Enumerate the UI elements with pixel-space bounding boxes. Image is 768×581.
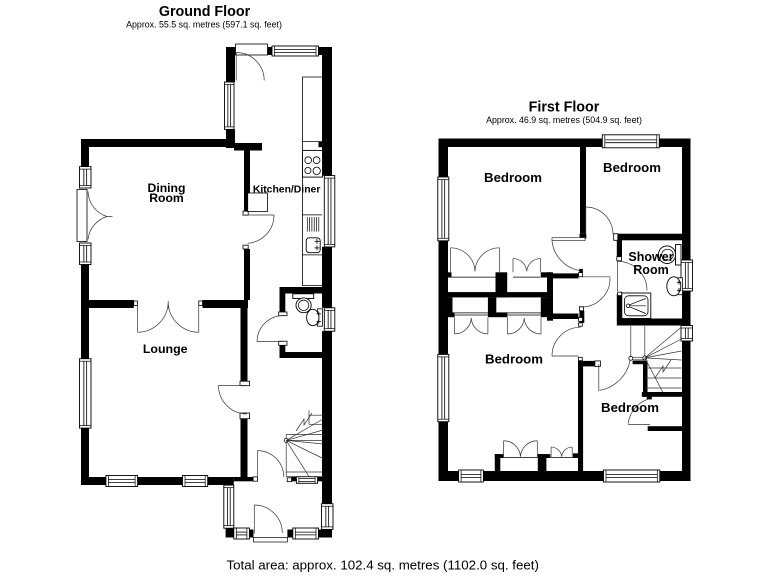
svg-text:Bedroom: Bedroom: [485, 352, 543, 367]
svg-text:Bedroom: Bedroom: [603, 160, 661, 175]
svg-text:Room: Room: [149, 191, 184, 205]
svg-text:First Floor: First Floor: [529, 100, 600, 116]
svg-text:Approx. 55.5 sq. metres (597.1: Approx. 55.5 sq. metres (597.1 sq. feet): [126, 20, 282, 30]
svg-text:Approx. 46.9 sq. metres (504.9: Approx. 46.9 sq. metres (504.9 sq. feet): [486, 115, 642, 125]
svg-text:Ground Floor: Ground Floor: [159, 4, 251, 20]
svg-text:Lounge: Lounge: [143, 342, 188, 356]
svg-text:Bedroom: Bedroom: [601, 400, 659, 415]
svg-text:Bedroom: Bedroom: [484, 170, 542, 185]
svg-text:Kitchen/Diner: Kitchen/Diner: [253, 185, 321, 196]
svg-text:Dining: Dining: [148, 181, 186, 195]
svg-text:Room: Room: [633, 263, 668, 277]
svg-text:Shower: Shower: [628, 250, 673, 264]
svg-text:Total area: approx. 102.4 sq.: Total area: approx. 102.4 sq. metres (11…: [226, 558, 538, 573]
